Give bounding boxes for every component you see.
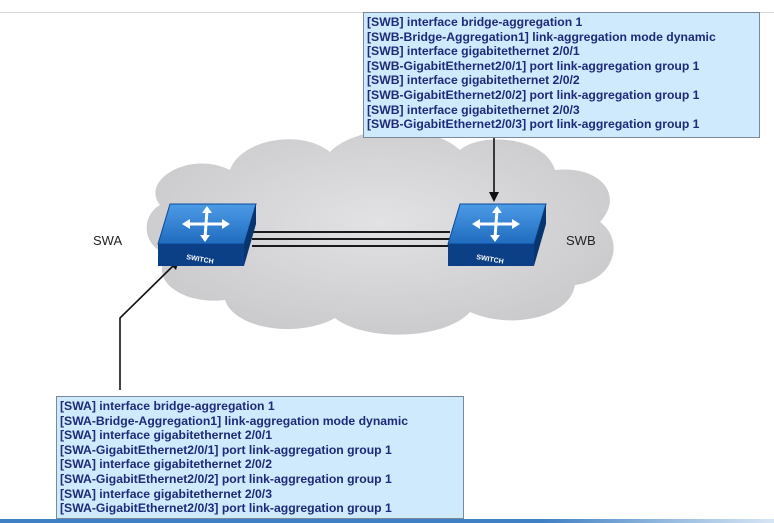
swa-config-line: [SWA-GigabitEthernet2/0/3] port link-agg… [60, 501, 392, 516]
swa-config-line: [SWA] interface bridge-aggregation 1 [60, 399, 275, 413]
swa-config-line: [SWA] interface gigabitethernet 2/0/2 [60, 457, 272, 472]
swb-config-line: [SWB-GigabitEthernet2/0/3] port link-agg… [367, 117, 700, 132]
swa-config-line: [SWA-Bridge-Aggregation1] link-aggregati… [60, 413, 409, 428]
swb-config-line: [SWB-Bridge-Aggregation1] link-aggregati… [367, 29, 716, 44]
swb-config-line: [SWB-GigabitEthernet2/0/2] port link-agg… [367, 87, 700, 102]
swa-config-line: [SWA-GigabitEthernet2/0/1] port link-agg… [60, 442, 392, 457]
swa-config-line: [SWA-GigabitEthernet2/0/2] port link-agg… [60, 471, 392, 486]
swb-callout-arrow [489, 138, 499, 202]
footer-bar [0, 519, 774, 523]
swa-switch-badge: SWITCH [186, 254, 214, 266]
swb-config-box: [SWB] interface bridge-aggregation 1 [SW… [363, 12, 760, 138]
swb-switch-badge: SWITCH [476, 254, 504, 266]
swa-config-line: [SWA] interface gigabitethernet 2/0/1 [60, 428, 272, 443]
swb-label: SWB [566, 233, 596, 248]
swa-config-box: [SWA] interface bridge-aggregation 1 [SW… [56, 396, 464, 519]
swb-switch-icon[interactable]: SWITCH [447, 203, 547, 266]
swa-switch-icon[interactable]: SWITCH [157, 203, 257, 266]
aggregation-links [252, 231, 450, 247]
swb-config-line: [SWB-GigabitEthernet2/0/1] port link-agg… [367, 58, 700, 73]
swb-config-line: [SWB] interface gigabitethernet 2/0/1 [367, 44, 580, 59]
swb-config-line: [SWB] interface gigabitethernet 2/0/2 [367, 73, 580, 88]
swb-config-line: [SWB] interface bridge-aggregation 1 [367, 15, 583, 29]
swa-label: SWA [93, 233, 123, 248]
swa-config-line: [SWA] interface gigabitethernet 2/0/3 [60, 486, 272, 501]
swb-config-line: [SWB] interface gigabitethernet 2/0/3 [367, 102, 580, 117]
